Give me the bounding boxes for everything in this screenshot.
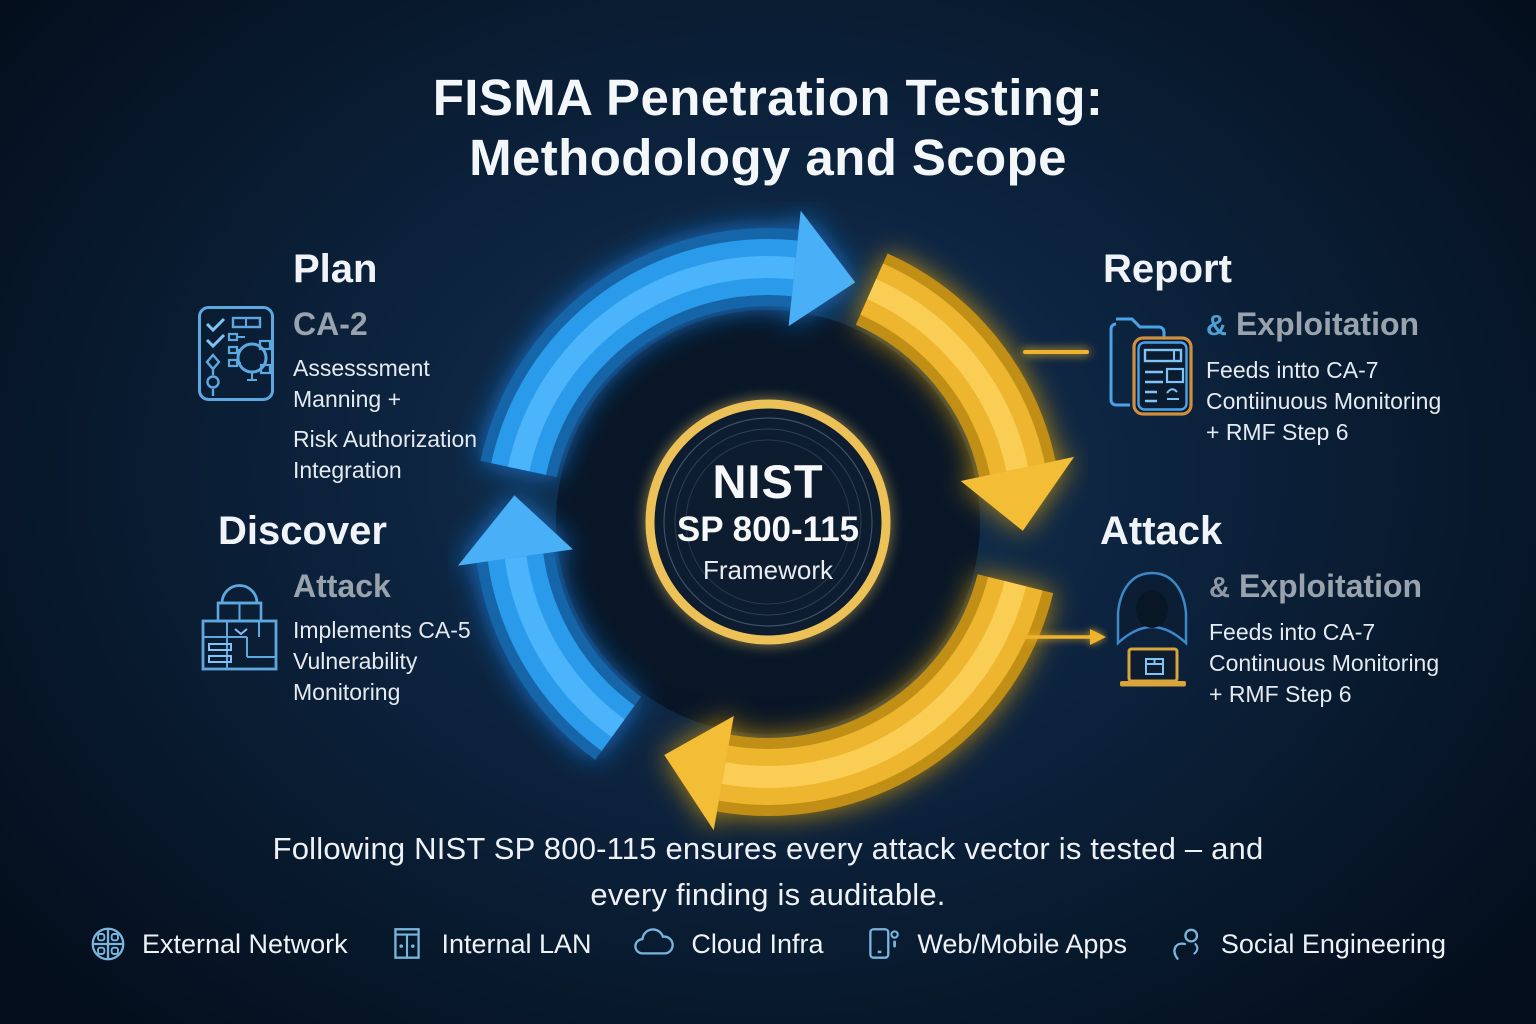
report-folder-icon bbox=[1109, 317, 1193, 416]
phase-discover-subheading: Attack bbox=[293, 568, 391, 604]
blue-left-arrowhead bbox=[458, 495, 573, 566]
legend-label: Web/Mobile Apps bbox=[917, 928, 1127, 959]
attack-body-line: Feeds into CA-7 bbox=[1209, 619, 1376, 645]
gold-arc-segments bbox=[664, 253, 1075, 831]
plan-body-line: Manning + bbox=[293, 386, 402, 412]
surveillance-building-icon bbox=[201, 584, 278, 671]
hacker-laptop-icon bbox=[1116, 571, 1188, 687]
phase-report: Report &Exploitation Feeds intto CA-7 Co… bbox=[1103, 246, 1441, 448]
phase-discover: Discover Attack Implements CA-5 Vulnerab… bbox=[197, 508, 471, 708]
phase-attack-subheading: &Exploitation bbox=[1209, 568, 1423, 604]
legend-item-cloud-infra: Cloud Infra bbox=[631, 924, 823, 964]
plan-body-line: Integration bbox=[293, 457, 402, 483]
legend-item-social-engineering: Social Engineering bbox=[1167, 924, 1446, 964]
cycle-diagram bbox=[458, 210, 1075, 831]
phase-attack: Attack &Exploitation Feeds into CA-7 Con… bbox=[1100, 508, 1439, 710]
report-body-line: Contiinuous Monitoring bbox=[1206, 388, 1442, 414]
center-line-framework: Framework bbox=[702, 555, 833, 585]
center-line-nist: NIST bbox=[712, 455, 824, 508]
discover-body-line: Implements CA-5 bbox=[293, 617, 471, 643]
plan-body-line: Risk Authorization bbox=[293, 426, 478, 452]
phase-plan: Plan CA-2 As bbox=[197, 246, 477, 486]
phase-attack-heading: Attack bbox=[1100, 509, 1223, 553]
attack-connector-arrow bbox=[1008, 629, 1106, 645]
phase-plan-heading: Plan bbox=[293, 247, 378, 291]
gold-right-arrowhead bbox=[960, 456, 1075, 531]
globe-icon bbox=[91, 927, 125, 961]
center-label: NIST SP 800-115 Framework bbox=[628, 456, 908, 588]
legend-item-web-mobile-apps: Web/Mobile Apps bbox=[863, 924, 1127, 964]
legend-label: Cloud Infra bbox=[691, 928, 824, 959]
phase-report-heading: Report bbox=[1103, 247, 1232, 291]
blue-arc-segments bbox=[458, 210, 856, 760]
gold-bottom-arrowhead bbox=[664, 716, 734, 831]
report-connector-line bbox=[1023, 350, 1089, 354]
title-line-1: FISMA Penetration Testing: bbox=[432, 69, 1104, 126]
discover-body-line: Vulnerability bbox=[293, 648, 418, 674]
attack-body-line: + RMF Step 6 bbox=[1209, 681, 1352, 707]
phase-plan-subheading: CA-2 bbox=[293, 306, 368, 342]
server-rack-icon bbox=[394, 928, 421, 959]
scope-legend: External Network Internal LAN Cloud Infr… bbox=[88, 924, 1446, 964]
legend-label: Internal LAN bbox=[441, 928, 592, 959]
title-line-2: Methodology and Scope bbox=[469, 129, 1067, 186]
attack-ampersand: & bbox=[1209, 572, 1230, 604]
footnote-line-1: Following NIST SP 800-115 ensures every … bbox=[272, 831, 1264, 866]
phase-discover-heading: Discover bbox=[218, 509, 387, 553]
footnote: Following NIST SP 800-115 ensures every … bbox=[0, 826, 1536, 918]
center-line-sp: SP 800-115 bbox=[676, 510, 860, 549]
cloud-icon bbox=[634, 928, 675, 955]
footnote-line-2: every finding is auditable. bbox=[590, 877, 946, 912]
report-body-line: + RMF Step 6 bbox=[1206, 419, 1349, 445]
legend-label: Social Engineering bbox=[1220, 928, 1446, 959]
plan-body-line: Assesssment bbox=[293, 355, 430, 381]
mobile-phone-icon bbox=[869, 928, 900, 959]
report-body-line: Feeds intto CA-7 bbox=[1206, 357, 1379, 383]
phishing-hook-icon bbox=[1173, 928, 1199, 960]
phase-report-subheading: &Exploitation bbox=[1206, 306, 1420, 342]
clipboard-checklist-icon bbox=[198, 306, 274, 401]
discover-body-line: Monitoring bbox=[293, 679, 401, 705]
legend-item-internal-lan: Internal LAN bbox=[387, 924, 592, 964]
report-ampersand: & bbox=[1206, 310, 1227, 342]
page-title: FISMA Penetration Testing: Methodology a… bbox=[0, 68, 1536, 188]
center-medallion bbox=[636, 390, 900, 654]
attack-body-line: Continuous Monitoring bbox=[1209, 650, 1440, 676]
legend-label: External Network bbox=[142, 928, 348, 959]
blue-top-arrowhead bbox=[788, 210, 856, 327]
legend-item-external-network: External Network bbox=[88, 924, 348, 964]
